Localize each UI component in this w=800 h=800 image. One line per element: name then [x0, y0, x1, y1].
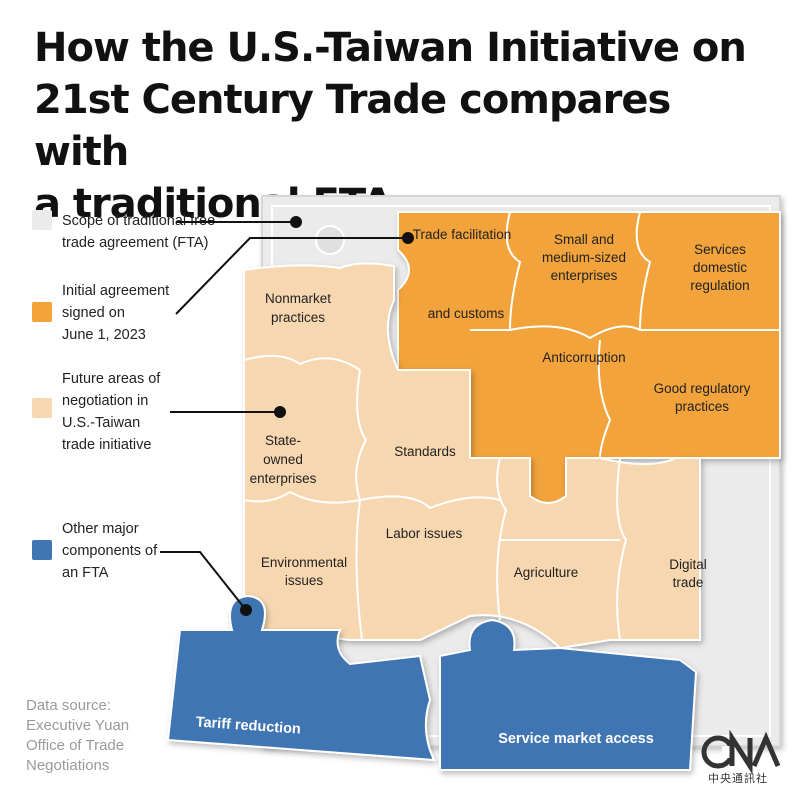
logo-subtitle: 中央通訊社 — [708, 773, 768, 785]
legend-swatch-blue — [32, 540, 52, 560]
label-nonmarket-line1: Nonmarket — [265, 291, 331, 306]
page-title: How the U.S.-Taiwan Initiative on 21st C… — [34, 22, 774, 230]
leader-line-orange — [175, 237, 406, 315]
label-trade-facilitation: Trade facilitation — [413, 227, 512, 242]
leader-lines — [160, 216, 414, 616]
title-line-1: How the U.S.-Taiwan Initiative on — [34, 25, 747, 71]
label-and-customs: and customs — [428, 306, 505, 321]
label-good-regulatory-line1: Good regulatory — [654, 381, 751, 396]
label-digital-line2: trade — [673, 575, 704, 590]
label-tariff-reduction: Tariff reduction — [195, 714, 301, 737]
label-agriculture: Agriculture — [514, 565, 579, 580]
label-environmental-line2: issues — [285, 573, 324, 588]
legend-label: Other major components of an FTA — [62, 521, 158, 581]
legend-label: Scope of traditional free trade agreemen… — [62, 213, 216, 251]
data-source: Data source: Executive Yuan Office of Tr… — [26, 697, 130, 774]
legend-label: Future areas of negotiation in U.S.-Taiw… — [62, 371, 161, 453]
legend-swatch-peach — [32, 398, 52, 418]
blue-pieces — [166, 594, 698, 771]
label-sme-line1: Small and — [554, 232, 614, 247]
legend-swatch-grey — [32, 210, 52, 230]
label-sme-line2: medium-sized — [542, 250, 626, 265]
label-good-regulatory-line2: practices — [675, 399, 729, 414]
label-digital-line1: Digital — [669, 557, 707, 572]
leader-line-blue — [160, 551, 247, 611]
label-environmental-line1: Environmental — [261, 555, 347, 570]
label-soe-line2: owned — [263, 452, 303, 467]
label-nonmarket-line2: practices — [271, 310, 325, 325]
label-services-line2: domestic — [693, 260, 747, 275]
label-soe-line1: State- — [265, 433, 301, 448]
legend-swatch-orange — [32, 302, 52, 322]
label-service-market-access: Service market access — [498, 731, 654, 747]
title-line-2: 21st Century Trade compares with — [34, 77, 671, 175]
cna-logo — [701, 730, 781, 775]
peach-pieces — [239, 262, 701, 650]
label-labor-issues: Labor issues — [386, 526, 463, 541]
label-soe-line3: enterprises — [250, 471, 317, 486]
label-standards: Standards — [394, 444, 456, 459]
label-sme-line3: enterprises — [551, 268, 618, 283]
label-anticorruption: Anticorruption — [542, 350, 625, 365]
label-services-line1: Services — [694, 242, 746, 257]
label-services-line3: regulation — [690, 278, 749, 293]
legend-label: Initial agreement signed on June 1, 2023 — [62, 283, 170, 343]
